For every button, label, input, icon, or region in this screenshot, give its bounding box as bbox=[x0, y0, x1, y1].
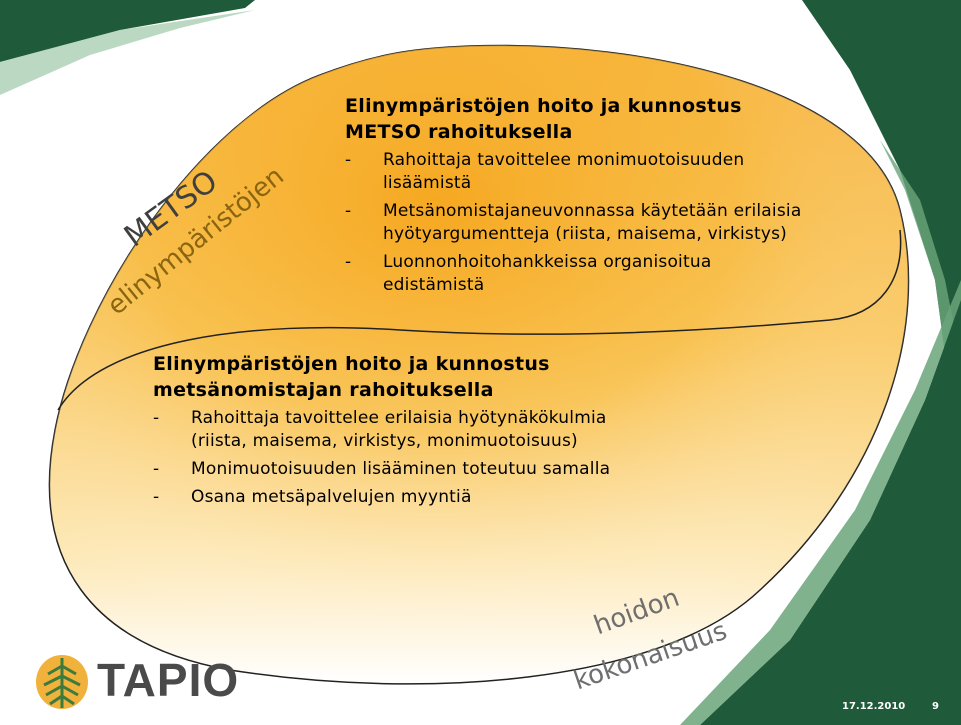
page-number: 9 bbox=[932, 701, 939, 712]
list-item-text: Osana metsäpalvelujen myyntiä bbox=[191, 487, 472, 507]
list-item: Metsänomistajaneuvonnassa käytetään eril… bbox=[345, 200, 905, 246]
top-left-light-band bbox=[0, 10, 255, 95]
owner-funding-section: Elinympäristöjen hoito ja kunnostus mets… bbox=[153, 351, 753, 514]
list-item-text: Monimuotoisuuden lisääminen toteutuu sam… bbox=[191, 459, 611, 479]
section-title-line1: Elinympäristöjen hoito ja kunnostus bbox=[345, 95, 742, 117]
section-title-line2: METSO rahoituksella bbox=[345, 121, 573, 143]
top-left-green-band bbox=[0, 0, 255, 62]
list-item: Osana metsäpalvelujen myyntiä bbox=[153, 486, 753, 509]
list-item-text: hyötyargumentteja (riista, maisema, virk… bbox=[383, 224, 787, 244]
list-item: Monimuotoisuuden lisääminen toteutuu sam… bbox=[153, 458, 753, 481]
bottom-right-green-band bbox=[700, 300, 961, 725]
tapio-logo-text: TAPIO bbox=[97, 654, 240, 706]
dividing-curve bbox=[57, 229, 902, 411]
list-item-text: lisäämistä bbox=[383, 173, 472, 193]
section-title-line1: Elinympäristöjen hoito ja kunnostus bbox=[153, 353, 550, 375]
bullet-list: Rahoittaja tavoittelee monimuotoisuuden … bbox=[345, 149, 905, 297]
list-item-text: Luonnonhoitohankkeissa organisoitua bbox=[383, 252, 712, 272]
list-item-text: Rahoittaja tavoittelee erilaisia hyötynä… bbox=[191, 408, 607, 428]
section-title-line2: metsänomistajan rahoituksella bbox=[153, 379, 494, 401]
list-item: Rahoittaja tavoittelee monimuotoisuuden … bbox=[345, 149, 905, 195]
list-item-text: Rahoittaja tavoittelee monimuotoisuuden bbox=[383, 150, 745, 170]
metso-funding-section: Elinympäristöjen hoito ja kunnostus METS… bbox=[345, 93, 905, 302]
right-green-band bbox=[802, 0, 961, 460]
right-light-band bbox=[880, 140, 961, 460]
fern-leaf-icon bbox=[36, 655, 88, 709]
list-item-text: (riista, maisema, virkistys, monimuotois… bbox=[191, 431, 578, 451]
footer-date: 17.12.2010 bbox=[842, 701, 906, 712]
bullet-list: Rahoittaja tavoittelee erilaisia hyötynä… bbox=[153, 407, 753, 509]
list-item: Rahoittaja tavoittelee erilaisia hyötynä… bbox=[153, 407, 753, 453]
list-item-text: edistämistä bbox=[383, 275, 485, 295]
list-item: Luonnonhoitohankkeissa organisoitua edis… bbox=[345, 251, 905, 297]
list-item-text: Metsänomistajaneuvonnassa käytetään eril… bbox=[383, 201, 802, 221]
